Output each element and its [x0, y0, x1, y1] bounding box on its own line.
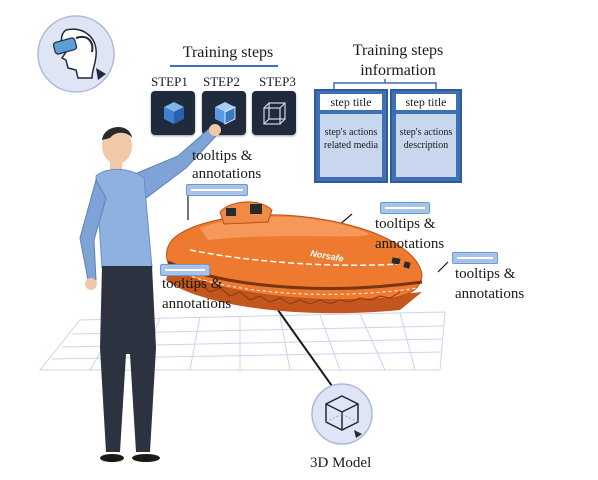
tooltip-tag-2[interactable]	[380, 202, 430, 214]
info-bracket	[333, 79, 437, 89]
annotation-4-line1: tooltips &	[162, 276, 223, 292]
training-steps-title: Training steps	[182, 44, 274, 61]
info-panel-1[interactable]: step title step's actions related media	[314, 89, 388, 183]
annotation-3-line1: tooltips &	[455, 266, 516, 282]
annotation-2-line1: tooltips &	[375, 216, 436, 232]
info-panel-2-body-line2: description	[403, 140, 449, 151]
training-info-title-line2: information	[360, 62, 436, 79]
tooltip-tag-1[interactable]	[186, 184, 248, 196]
step-card-3[interactable]	[252, 91, 296, 135]
info-panel-1-title: step title	[320, 94, 382, 110]
info-panel-1-body-line1: step's actions	[324, 127, 378, 138]
annotation-4-line2: annotations	[162, 296, 232, 312]
step-card-2[interactable]	[202, 91, 246, 135]
info-panel-2-body: step's actions description	[396, 114, 456, 177]
info-panel-1-body-line2: related media	[323, 140, 379, 151]
step-card-1[interactable]	[151, 91, 195, 135]
vr-headset-icon	[37, 15, 115, 93]
3d-model-icon[interactable]	[310, 382, 374, 446]
annotation-1-line2: annotations	[192, 166, 262, 182]
tooltip-tag-4[interactable]	[160, 264, 210, 276]
annotation-2-line2: annotations	[375, 236, 445, 252]
step-label-3: STEP3	[259, 74, 296, 89]
info-panel-1-body: step's actions related media	[320, 114, 382, 177]
step-label-1: STEP1	[151, 74, 188, 89]
info-panel-2-body-line1: step's actions	[399, 127, 453, 138]
cube-wireframe-icon	[263, 102, 286, 125]
annotation-1-line1: tooltips &	[192, 148, 253, 164]
tooltip-tag-3[interactable]	[452, 252, 498, 264]
lifeboat-model[interactable]: Norsafe	[160, 188, 432, 328]
info-panel-2-title: step title	[396, 94, 456, 110]
training-info-title-line1: Training steps	[352, 42, 444, 59]
info-panel-2[interactable]: step title step's actions description	[390, 89, 462, 183]
cube-solid-icon	[164, 102, 184, 124]
step-label-2: STEP2	[203, 74, 240, 89]
annotation-3-line2: annotations	[455, 286, 525, 302]
training-steps-underline	[170, 65, 278, 67]
person-figure	[79, 124, 221, 462]
cube-highlight-icon	[215, 102, 236, 125]
3d-model-label: 3D Model	[310, 455, 372, 471]
